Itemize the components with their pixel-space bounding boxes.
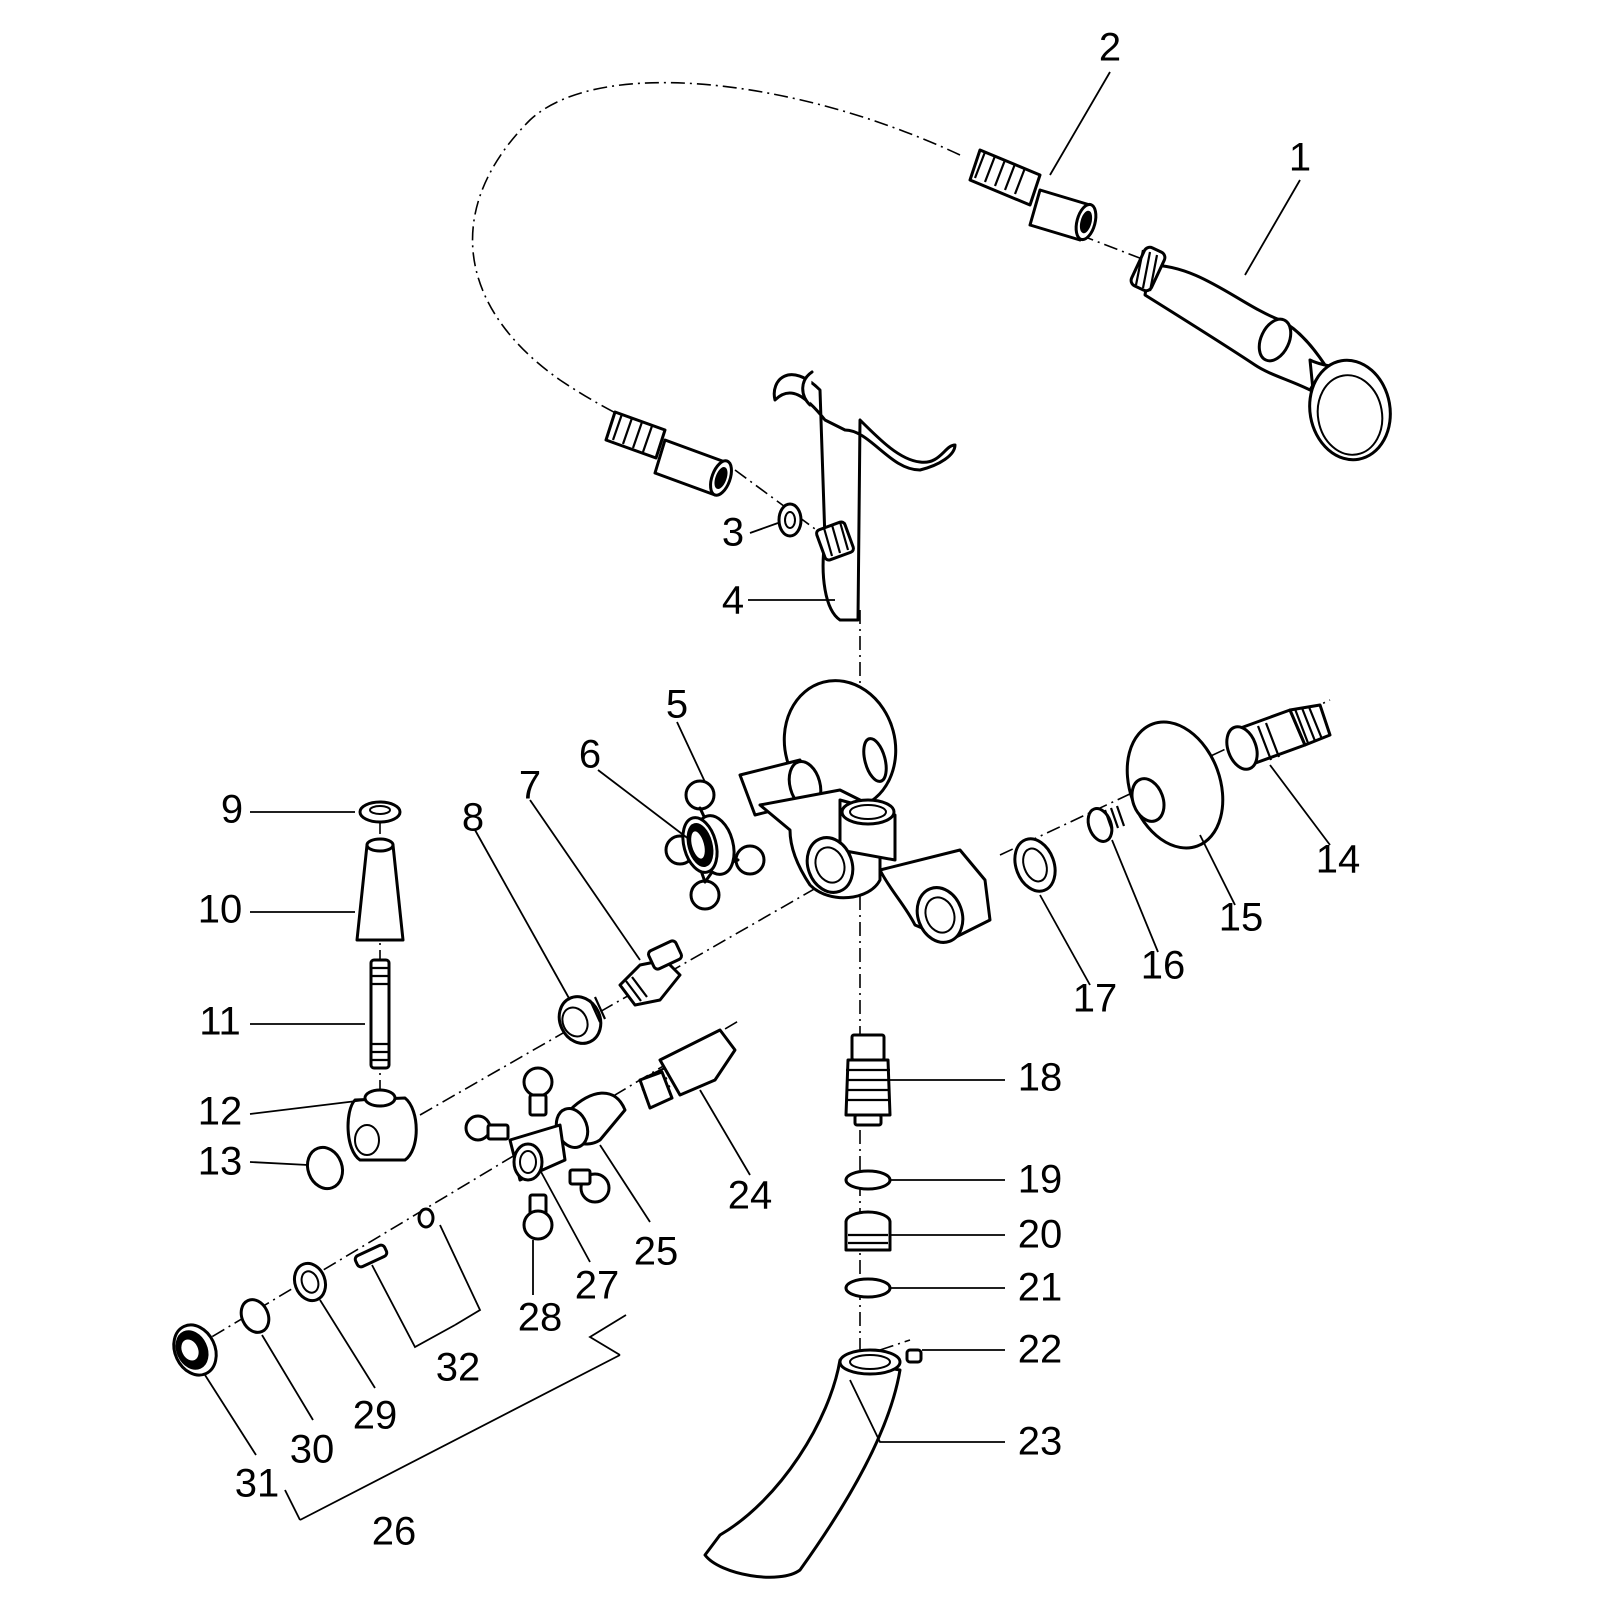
part-8-bonnet-nut [557, 995, 607, 1045]
callout-31: 31 [235, 1462, 280, 1506]
callout-16: 16 [1141, 944, 1186, 988]
callout-18: 18 [1018, 1056, 1063, 1100]
callout-24: 24 [728, 1174, 773, 1218]
part-9-handle-cap [358, 800, 402, 824]
part-32-screw-and-washer [353, 1207, 435, 1269]
part-6-indicator-cap [681, 816, 719, 874]
callout-22: 22 [1018, 1328, 1063, 1372]
callout-21: 21 [1018, 1266, 1063, 1310]
callout-4: 4 [722, 579, 744, 623]
part-22-set-screw [905, 1348, 923, 1364]
callout-30: 30 [290, 1428, 335, 1472]
lower-valve-axis [189, 1019, 741, 1351]
callout-11: 11 [199, 1000, 241, 1044]
part-14-eccentric-union [1225, 703, 1332, 771]
part-20-diverter-seat [844, 1210, 892, 1252]
callout-19: 19 [1018, 1158, 1063, 1202]
part-15-wall-flange [1125, 720, 1225, 850]
callout-10: 10 [198, 888, 243, 932]
callout-3: 3 [722, 511, 744, 555]
part-10-handle-sleeve [355, 837, 405, 942]
callout-5: 5 [666, 683, 688, 727]
callout-29: 29 [353, 1394, 398, 1438]
callout-23: 23 [1018, 1420, 1063, 1464]
part-11-threaded-rod [369, 958, 391, 1070]
part-19-o-ring [844, 1169, 892, 1191]
callout-17: 17 [1073, 977, 1118, 1021]
part-24-valve-cartridge [638, 1028, 737, 1110]
callout-6: 6 [579, 733, 601, 777]
callout-7: 7 [519, 764, 541, 808]
part-16-nipple [1086, 805, 1126, 843]
part-25-valve-bonnet [554, 1091, 627, 1149]
part-2-hose-bottom-end [604, 410, 733, 497]
callout-20: 20 [1018, 1213, 1063, 1257]
callout-1: 1 [1289, 136, 1311, 180]
part-12-handle-hub [346, 1088, 418, 1162]
part-4-hose-holder [772, 370, 957, 622]
callout-13: 13 [198, 1140, 243, 1184]
part-1-hand-shower [1129, 245, 1392, 462]
part-23-tub-spout [703, 1348, 902, 1579]
spout-screw-axis [879, 1339, 911, 1351]
callout-8: 8 [462, 796, 484, 840]
callout-27: 27 [575, 1264, 620, 1308]
part-3-washer [777, 502, 803, 538]
part-2-hose-top-end [968, 148, 1098, 242]
part-7-valve-cartridge [618, 939, 684, 1007]
callout-2: 2 [1099, 26, 1121, 70]
left-valve-axis [419, 879, 831, 1116]
mixer-body [738, 679, 992, 944]
shower-hose-centerline [471, 81, 961, 419]
callout-numbers: 2 1 3 4 5 6 7 8 9 10 11 12 13 14 15 16 1… [198, 26, 1361, 1554]
callout-25: 25 [634, 1230, 679, 1274]
callout-14: 14 [1316, 838, 1361, 882]
part-27-cross-handle [464, 1066, 611, 1241]
callout-12: 12 [198, 1090, 243, 1134]
callout-26: 26 [372, 1510, 417, 1554]
callout-28: 28 [518, 1296, 563, 1340]
callout-9: 9 [221, 788, 243, 832]
holder-hose-axis [734, 469, 831, 541]
part-13-hub-cover [305, 1145, 345, 1191]
part-21-o-ring [844, 1277, 892, 1299]
part-30-indicator-disc [239, 1298, 271, 1334]
part-17-union-nut [1013, 837, 1057, 893]
part-31-handle-ring [172, 1323, 218, 1377]
callout-15: 15 [1219, 896, 1264, 940]
leader-lines [204, 71, 1331, 1521]
part-29-adapter [292, 1261, 328, 1303]
part-18-diverter-cartridge [844, 1033, 892, 1127]
handshower-axis [1079, 234, 1151, 263]
callout-32: 32 [436, 1346, 481, 1390]
